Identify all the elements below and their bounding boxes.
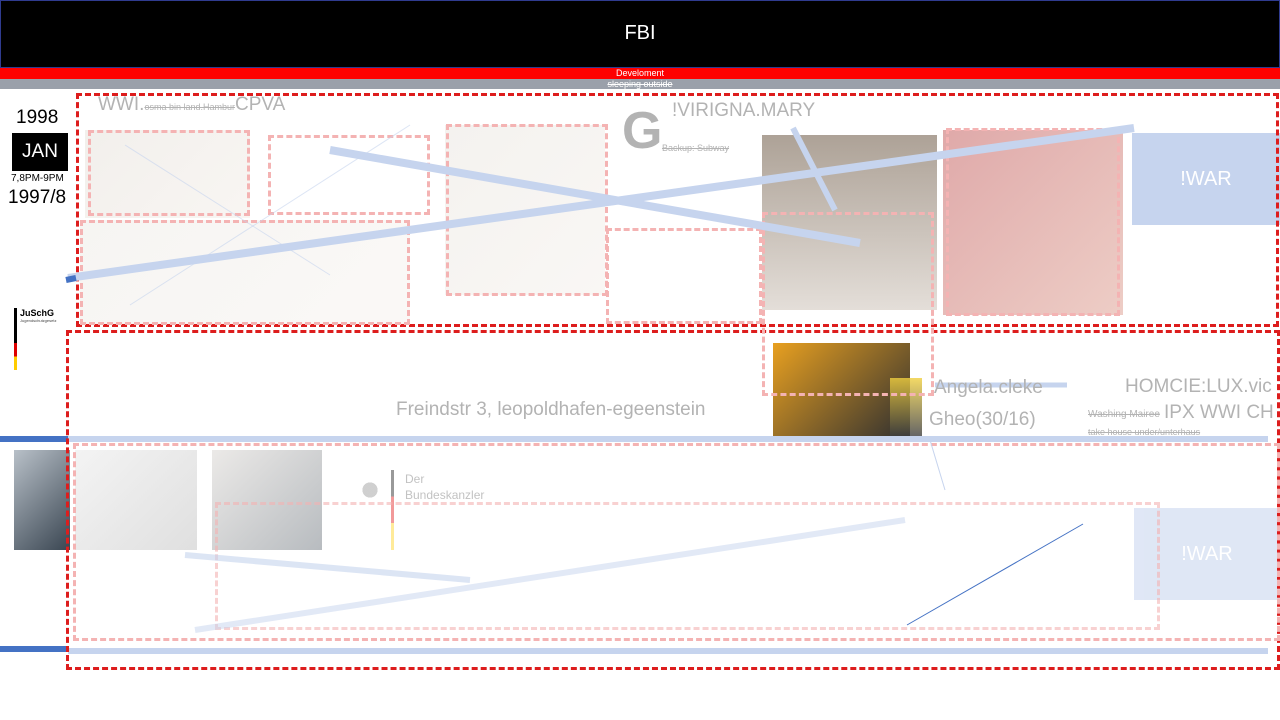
thin-line-3 xyxy=(929,439,946,491)
month-badge: JAN xyxy=(12,133,68,171)
blue-line-faint-1 xyxy=(184,552,471,583)
wwi-prefix: WWI. xyxy=(98,94,145,115)
blue-line-stub xyxy=(65,275,77,283)
g-small-text: Backup: Subway xyxy=(662,143,730,153)
red-banner xyxy=(0,68,1280,79)
frame-top xyxy=(76,93,1279,327)
bundeskanzler-line2: Bundeskanzler xyxy=(405,488,485,502)
faint-portrait-2 xyxy=(212,450,322,550)
angela-label: Angela.cleke xyxy=(934,377,1043,398)
portrait-photo xyxy=(14,450,70,550)
frame-pink-5 xyxy=(606,228,762,324)
bundeskanzler-line1: Der xyxy=(405,472,425,486)
year-label: 1998 xyxy=(16,107,59,128)
address-label: Freindstr 3, leopoldhafen-egeenstein xyxy=(396,399,706,420)
frame-pink-7 xyxy=(946,128,1120,316)
image-police-officer xyxy=(773,343,910,436)
frame-pink-8 xyxy=(73,443,1280,641)
war-bottom-label: !WAR xyxy=(1181,543,1233,565)
thin-line-1 xyxy=(124,144,331,276)
image-red-room xyxy=(943,130,1123,315)
document-subtitle: Jugendschutzgesetz xyxy=(20,318,57,323)
blue-marker-bottom xyxy=(0,646,68,652)
red-banner-text: Develoment xyxy=(615,68,665,78)
document-thumbnail: JuSchG Jugendschutzgesetz xyxy=(14,308,64,370)
frame-pink-4 xyxy=(446,124,608,296)
war-top-label: !WAR xyxy=(1180,168,1232,190)
header-bar xyxy=(0,0,1280,68)
blue-line-top xyxy=(68,436,1268,442)
blue-line-diagonal-2 xyxy=(329,146,861,247)
time-label: 7,8PM-9PM xyxy=(11,173,64,184)
frame-pink-9 xyxy=(215,502,1160,630)
ipx-label: IPX WWI CH xyxy=(1164,402,1274,423)
gheo-label: Gheo(30/16) xyxy=(929,409,1036,430)
document-title: JuSchG xyxy=(20,308,55,318)
blue-line-diagonal-3 xyxy=(790,126,838,212)
virigna-label: !VIRIGNA.MARY xyxy=(672,100,816,121)
faint-image-sandwich xyxy=(85,130,250,218)
image-figure xyxy=(890,378,922,436)
blue-line-diagonal-1 xyxy=(67,124,1135,282)
frame-pink-1 xyxy=(88,130,250,216)
blue-line-bottom xyxy=(68,648,1268,654)
wwi-label: WWI.osma bin land.HamburCPVA xyxy=(98,94,285,116)
washing-label: Washing Mairee xyxy=(1088,409,1160,420)
frame-pink-2 xyxy=(268,135,430,215)
wwi-small-text: osma bin land.Hambur xyxy=(144,102,235,112)
german-flag-stripe xyxy=(391,470,394,550)
gray-banner xyxy=(0,79,1280,89)
frame-pink-6 xyxy=(762,212,934,396)
gray-banner-text: sleeping outside xyxy=(607,79,673,89)
alt-year-label: 1997/8 xyxy=(8,187,67,208)
thin-line-2 xyxy=(129,124,411,306)
blue-line-faint-2 xyxy=(194,517,906,633)
wwi-suffix: CPVA xyxy=(234,94,286,115)
homcie-label: HOMCIE:LUX.vic xyxy=(1125,376,1272,397)
g-letter: G xyxy=(622,102,663,160)
header-title: FBI xyxy=(624,22,656,44)
blue-marker-top xyxy=(0,436,68,442)
thin-blue-line xyxy=(906,523,1084,626)
war-box-top: !WAR xyxy=(1132,133,1280,225)
take-house-label: take house under/unterhaus xyxy=(1088,427,1201,437)
faint-portrait-1 xyxy=(75,450,197,550)
